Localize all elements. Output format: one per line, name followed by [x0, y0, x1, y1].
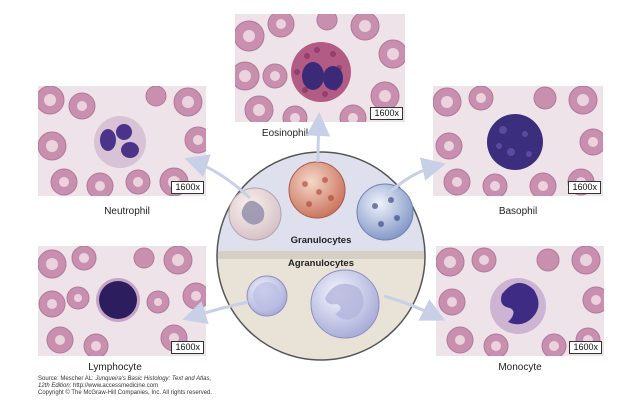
- lymphocyte-image: [38, 246, 206, 356]
- magnification-label: 1600x: [171, 181, 204, 194]
- monocyte-label: Monocyte: [498, 362, 542, 373]
- magnification-label: 1600x: [569, 341, 602, 354]
- agranulocytes-label: Agranulocytes: [288, 258, 354, 269]
- eosinophil-image: [235, 14, 405, 122]
- neutrophil-image: [38, 86, 206, 196]
- source-line-1: Source: Mescher AL: Junqueira's Basic Hi…: [38, 376, 212, 382]
- basophil-micrograph: 1600x: [433, 86, 603, 196]
- magnification-label: 1600x: [370, 107, 403, 120]
- hub-illustration: [216, 151, 426, 361]
- lymphocyte-label: Lymphocyte: [88, 362, 142, 373]
- eosinophil-micrograph: 1600x: [235, 14, 405, 122]
- granulocytes-label: Granulocytes: [290, 235, 352, 246]
- leukocyte-hub-circle: Granulocytes Agranulocytes: [213, 148, 429, 364]
- eosinophil-label: Eosinophil: [261, 128, 309, 139]
- copyright-line: Copyright © The McGraw-Hill Companies, I…: [38, 390, 213, 397]
- neutrophil-label: Neutrophil: [104, 206, 150, 217]
- neutrophil-micrograph: 1600x: [38, 86, 206, 196]
- monocyte-micrograph: 1600x: [436, 246, 604, 356]
- source-attribution: Source: Mescher AL: Junqueira's Basic Hi…: [38, 376, 212, 398]
- source-line-2: 12th Edition: http://www.accessmedicine.…: [38, 383, 159, 390]
- lymphocyte-micrograph: 1600x: [38, 246, 206, 356]
- magnification-label: 1600x: [171, 341, 204, 354]
- magnification-label: 1600x: [568, 181, 601, 194]
- monocyte-image: [436, 246, 604, 356]
- basophil-label: Basophil: [498, 206, 538, 217]
- basophil-image: [433, 86, 603, 196]
